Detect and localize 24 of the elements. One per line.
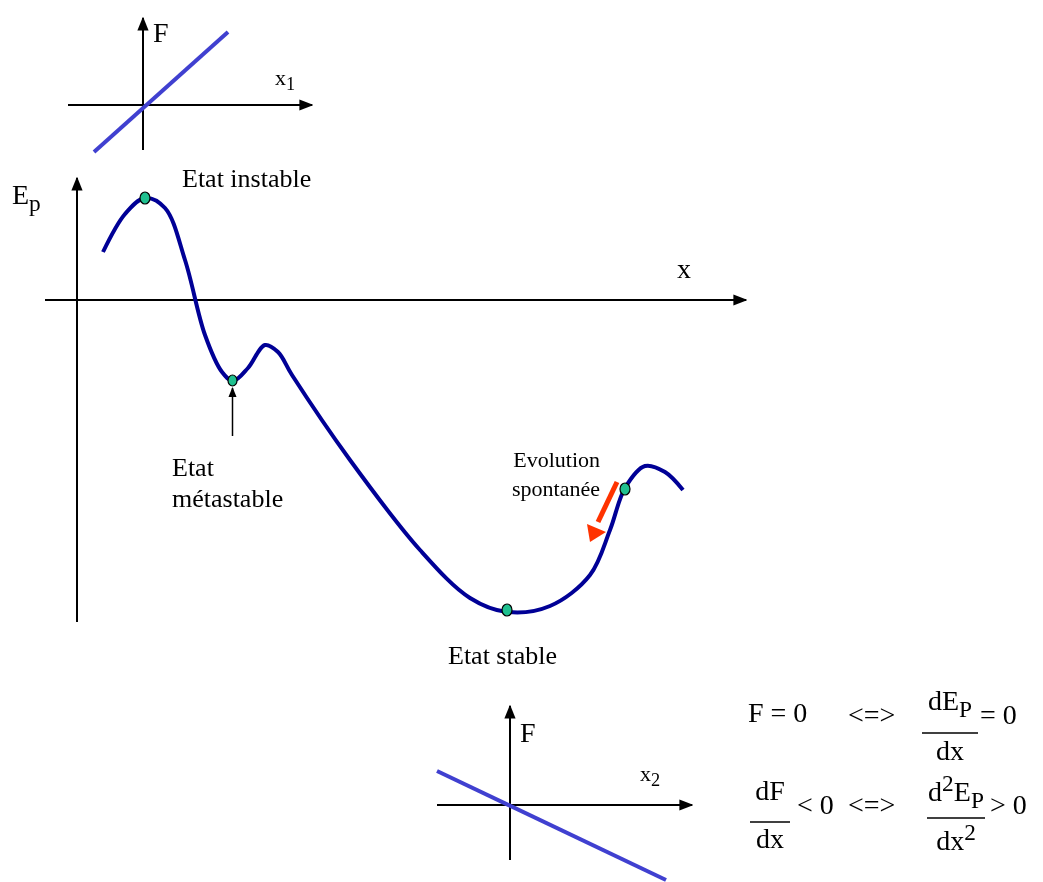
state-label: Etat instable — [182, 165, 312, 193]
axis-label: x$_{2}$ — [640, 762, 661, 791]
axis-label: F — [153, 18, 169, 48]
formula-text: = 0 — [980, 700, 1017, 730]
formula-text: <=> — [848, 700, 896, 730]
formula-text: F = 0 — [748, 698, 808, 728]
formula-text: dx — [936, 736, 964, 766]
state-label: Etat stable — [448, 642, 557, 670]
formula-text: <=> — [848, 790, 896, 820]
formula-text: dE$_{P}$ — [927, 686, 973, 722]
annotation-text: Evolution spontanée — [511, 446, 600, 503]
formula-text: > 0 — [990, 790, 1027, 820]
formula-text: d$^{2}$E$_{P}$ — [928, 771, 984, 813]
equilibrium-point — [227, 374, 238, 387]
state-label: Etat métastable — [172, 440, 322, 515]
formula-text: dx$^{2}$ — [936, 820, 976, 856]
axis-label: x — [677, 254, 691, 284]
axis-label: x$_{1}$ — [275, 66, 296, 95]
arrow — [228, 386, 237, 437]
formula-text: dx — [756, 824, 784, 854]
formula-text: dF — [755, 776, 785, 806]
axis-label: E$_{p}$ — [12, 180, 41, 216]
axis-label: F — [520, 718, 536, 748]
formula-text: < 0 — [797, 790, 834, 820]
